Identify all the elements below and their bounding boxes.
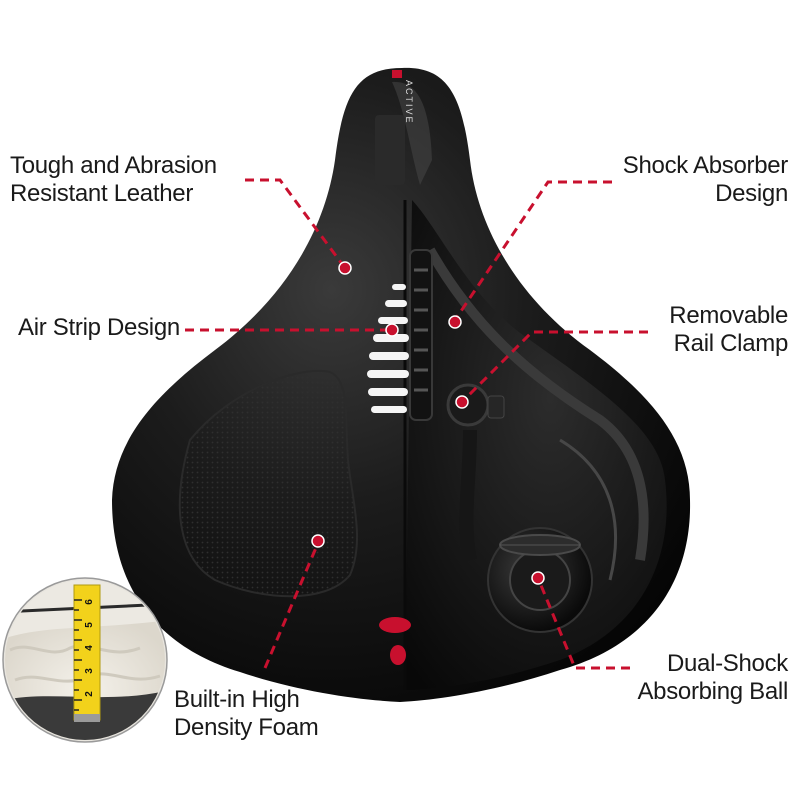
callout-rail-clamp: Removable Rail Clamp — [669, 302, 788, 357]
svg-text:6: 6 — [84, 599, 95, 605]
callout-leather: Tough and Abrasion Resistant Leather — [10, 152, 217, 207]
callout-dots — [311, 261, 545, 585]
callout-shock-absorber: Shock Absorber Design — [622, 152, 789, 207]
brand-text: ACTIVE — [404, 80, 414, 125]
svg-text:3: 3 — [84, 668, 95, 674]
callout-shock-ball: Dual-Shock Absorbing Ball — [637, 650, 788, 705]
air-strip-slots — [367, 284, 409, 413]
callout-lines — [185, 178, 648, 670]
foam-inset: 6 5 4 3 2 — [2, 577, 168, 743]
brand-patch — [375, 115, 405, 185]
callout-foam: Built-in High Density Foam — [174, 686, 319, 741]
svg-text:5: 5 — [84, 622, 95, 628]
svg-text:4: 4 — [84, 645, 95, 651]
svg-text:2: 2 — [84, 691, 95, 697]
callout-air-strip: Air Strip Design — [18, 314, 180, 341]
